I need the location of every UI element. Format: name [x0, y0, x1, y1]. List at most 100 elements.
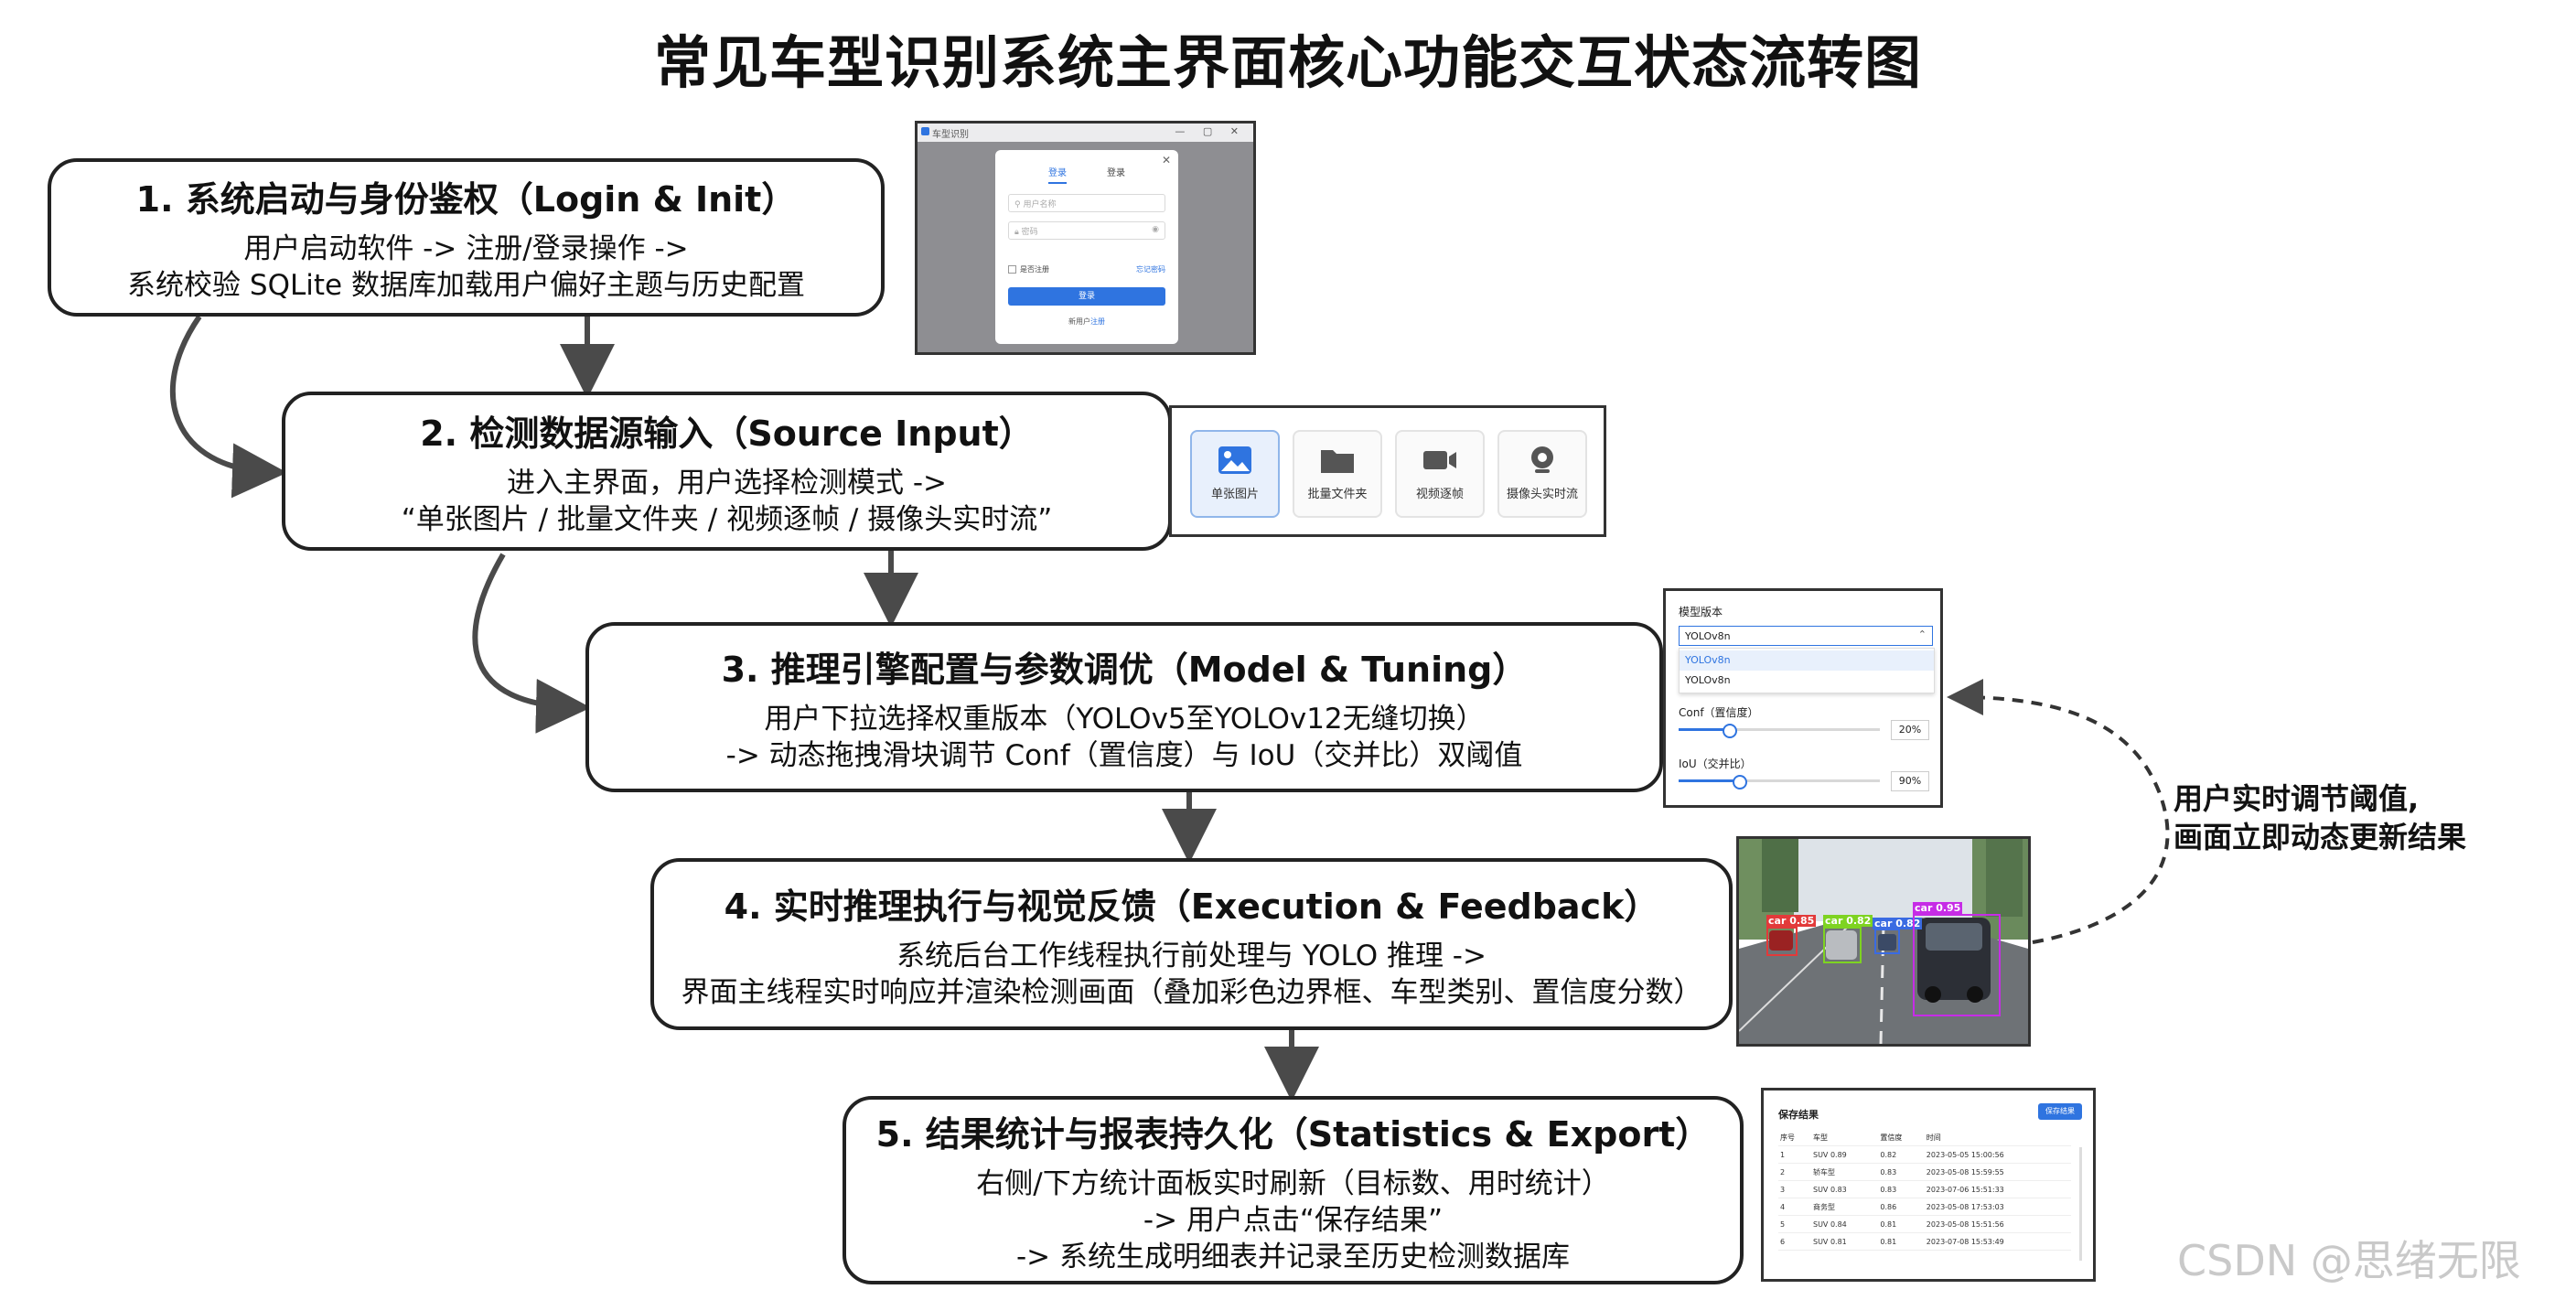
login-screenshot: 车型识别 — ▢ ✕ ✕ 登录 登录 ⚲ 用户名称 🔒︎ 密码 ◉ 是否注册 忘…: [915, 121, 1256, 355]
register-link[interactable]: 注册: [1090, 317, 1105, 326]
table-cell: 0.81: [1878, 1232, 1925, 1251]
step-title: 2. 检测数据源输入（Source Input）: [420, 413, 1034, 454]
conf-slider-fill: [1679, 728, 1729, 731]
model-selected-value: YOLOv8n: [1685, 630, 1731, 642]
detection-box: [1766, 927, 1798, 956]
table-cell: 1: [1778, 1145, 1811, 1164]
image-icon: [1192, 445, 1278, 479]
source-option-label: 视频逐帧: [1415, 488, 1464, 501]
feedback-note-line: 用户实时调节阈值,: [2174, 781, 2420, 816]
folder-icon: [1294, 445, 1380, 479]
step-line: 用户下拉选择权重版本（YOLOv5至YOLOv12无缝切换）: [764, 702, 1485, 736]
step-3-model-tuning: 3. 推理引擎配置与参数调优（Model & Tuning） 用户下拉选择权重版…: [585, 622, 1663, 792]
remember-checkbox[interactable]: [1008, 265, 1016, 274]
step-line: -> 系统生成明细表并记录至历史检测数据库: [1015, 1240, 1570, 1273]
remember-label: 是否注册: [1020, 265, 1049, 274]
password-placeholder: 密码: [1021, 228, 1038, 237]
watermark: CSDN @思绪无限: [2177, 1236, 2521, 1285]
step-line: 用户启动软件 -> 注册/登录操作 ->: [243, 232, 689, 265]
source-option-video[interactable]: 视频逐帧: [1395, 430, 1485, 518]
conf-slider[interactable]: [1679, 724, 1880, 738]
step-line: -> 动态拖拽滑块调节 Conf（置信度）与 IoU（交并比）双阈值: [725, 738, 1523, 772]
table-cell: 2023-05-08 15:59:55: [1924, 1163, 2071, 1181]
register-prefix: 新用户: [1068, 317, 1090, 326]
remember-row: 是否注册 忘记密码: [1008, 264, 1165, 274]
username-input[interactable]: ⚲ 用户名称: [1008, 194, 1165, 212]
conf-slider-handle[interactable]: [1723, 724, 1737, 738]
table-cell: 5: [1778, 1215, 1811, 1233]
source-option-label: 摄像头实时流: [1506, 488, 1578, 501]
eye-icon[interactable]: ◉: [1152, 225, 1159, 234]
video-camera-icon: [1397, 445, 1483, 479]
window-titlebar: 车型识别 — ▢ ✕: [918, 124, 1253, 142]
source-option-batch-folder[interactable]: 批量文件夹: [1293, 430, 1382, 518]
feedback-note: 用户实时调节阈值, 画面立即动态更新结果: [2174, 779, 2466, 856]
detection-label: car 0.82: [1823, 915, 1873, 927]
column-header: 时间: [1924, 1129, 2071, 1146]
register-row: 新用户注册: [995, 317, 1178, 327]
iou-slider-handle[interactable]: [1733, 775, 1747, 790]
webcam-icon: [1499, 445, 1585, 479]
app-icon: [921, 127, 929, 135]
column-header: 序号: [1778, 1129, 1811, 1146]
user-icon: ⚲: [1014, 200, 1021, 210]
table-cell: 2023-05-05 15:00:56: [1924, 1145, 2071, 1164]
model-option[interactable]: YOLOv8n: [1680, 650, 1934, 671]
feedback-note-line: 画面立即动态更新结果: [2174, 820, 2467, 854]
table-cell: 商务型: [1811, 1198, 1879, 1216]
table-cell: 2023-07-06 15:51:33: [1924, 1180, 2071, 1198]
iou-slider-fill: [1679, 779, 1739, 782]
table-cell: 2: [1778, 1163, 1811, 1181]
results-scrollbar[interactable]: [2079, 1147, 2082, 1261]
step-title: 5. 结果统计与报表持久化（Statistics & Export）: [875, 1113, 1711, 1155]
password-input[interactable]: 🔒︎ 密码 ◉: [1008, 221, 1165, 240]
model-version-label: 模型版本: [1679, 606, 1723, 618]
table-cell: SUV 0.81: [1811, 1232, 1879, 1251]
window-title: 车型识别: [932, 130, 969, 140]
step-line: “单张图片 / 批量文件夹 / 视频逐帧 / 摄像头实时流”: [401, 502, 1053, 536]
step-line: 系统后台工作线程执行前处理与 YOLO 推理 ->: [896, 939, 1487, 972]
step-line: 进入主界面，用户选择检测模式 ->: [506, 466, 947, 500]
step-4-execution-feedback: 4. 实时推理执行与视觉反馈（Execution & Feedback） 系统后…: [650, 858, 1733, 1030]
window-controls-icon[interactable]: — ▢ ✕: [1175, 125, 1246, 137]
table-cell: 0.81: [1878, 1215, 1925, 1233]
forgot-password-link[interactable]: 忘记密码: [1136, 265, 1165, 274]
table-cell: SUV 0.89: [1811, 1145, 1879, 1164]
table-cell: 4: [1778, 1198, 1811, 1216]
detection-label: car 0.82: [1873, 918, 1923, 929]
model-dropdown-list: YOLOv8n YOLOv8n: [1679, 648, 1935, 693]
close-icon[interactable]: ✕: [1161, 154, 1171, 167]
road-scene-illustration: [1739, 839, 2028, 1044]
source-option-single-image[interactable]: 单张图片: [1190, 430, 1280, 518]
step-title: 1. 系统启动与身份鉴权（Login & Init）: [135, 179, 797, 220]
iou-label: IoU（交并比）: [1679, 757, 1752, 770]
table-cell: 0.82: [1878, 1145, 1925, 1164]
login-button[interactable]: 登录: [1008, 287, 1165, 306]
column-header: 车型: [1811, 1129, 1879, 1146]
model-version-select[interactable]: YOLOv8n ⌃: [1679, 626, 1933, 646]
step-line: 系统校验 SQLite 数据库加载用户偏好主题与历史配置: [127, 269, 805, 302]
iou-slider[interactable]: [1679, 775, 1880, 790]
save-results-button[interactable]: 保存结果: [2038, 1103, 2082, 1120]
detection-label: car 0.85: [1766, 915, 1817, 927]
table-cell: 6: [1778, 1232, 1811, 1251]
tab-register[interactable]: 登录: [1107, 168, 1125, 178]
source-option-webcam[interactable]: 摄像头实时流: [1497, 430, 1587, 518]
model-option[interactable]: YOLOv8n: [1685, 674, 1731, 686]
conf-label: Conf（置信度）: [1679, 706, 1759, 719]
lock-icon: 🔒︎: [1014, 228, 1019, 237]
detection-box: [1874, 929, 1900, 954]
column-header: 置信度: [1878, 1129, 1925, 1146]
source-option-label: 批量文件夹: [1307, 488, 1368, 501]
username-placeholder: 用户名称: [1023, 200, 1057, 210]
iou-value: 90%: [1891, 771, 1929, 791]
tab-login[interactable]: 登录: [1048, 165, 1067, 184]
table-cell: 轿车型: [1811, 1163, 1879, 1181]
step-line: -> 用户点击“保存结果”: [1143, 1203, 1444, 1237]
